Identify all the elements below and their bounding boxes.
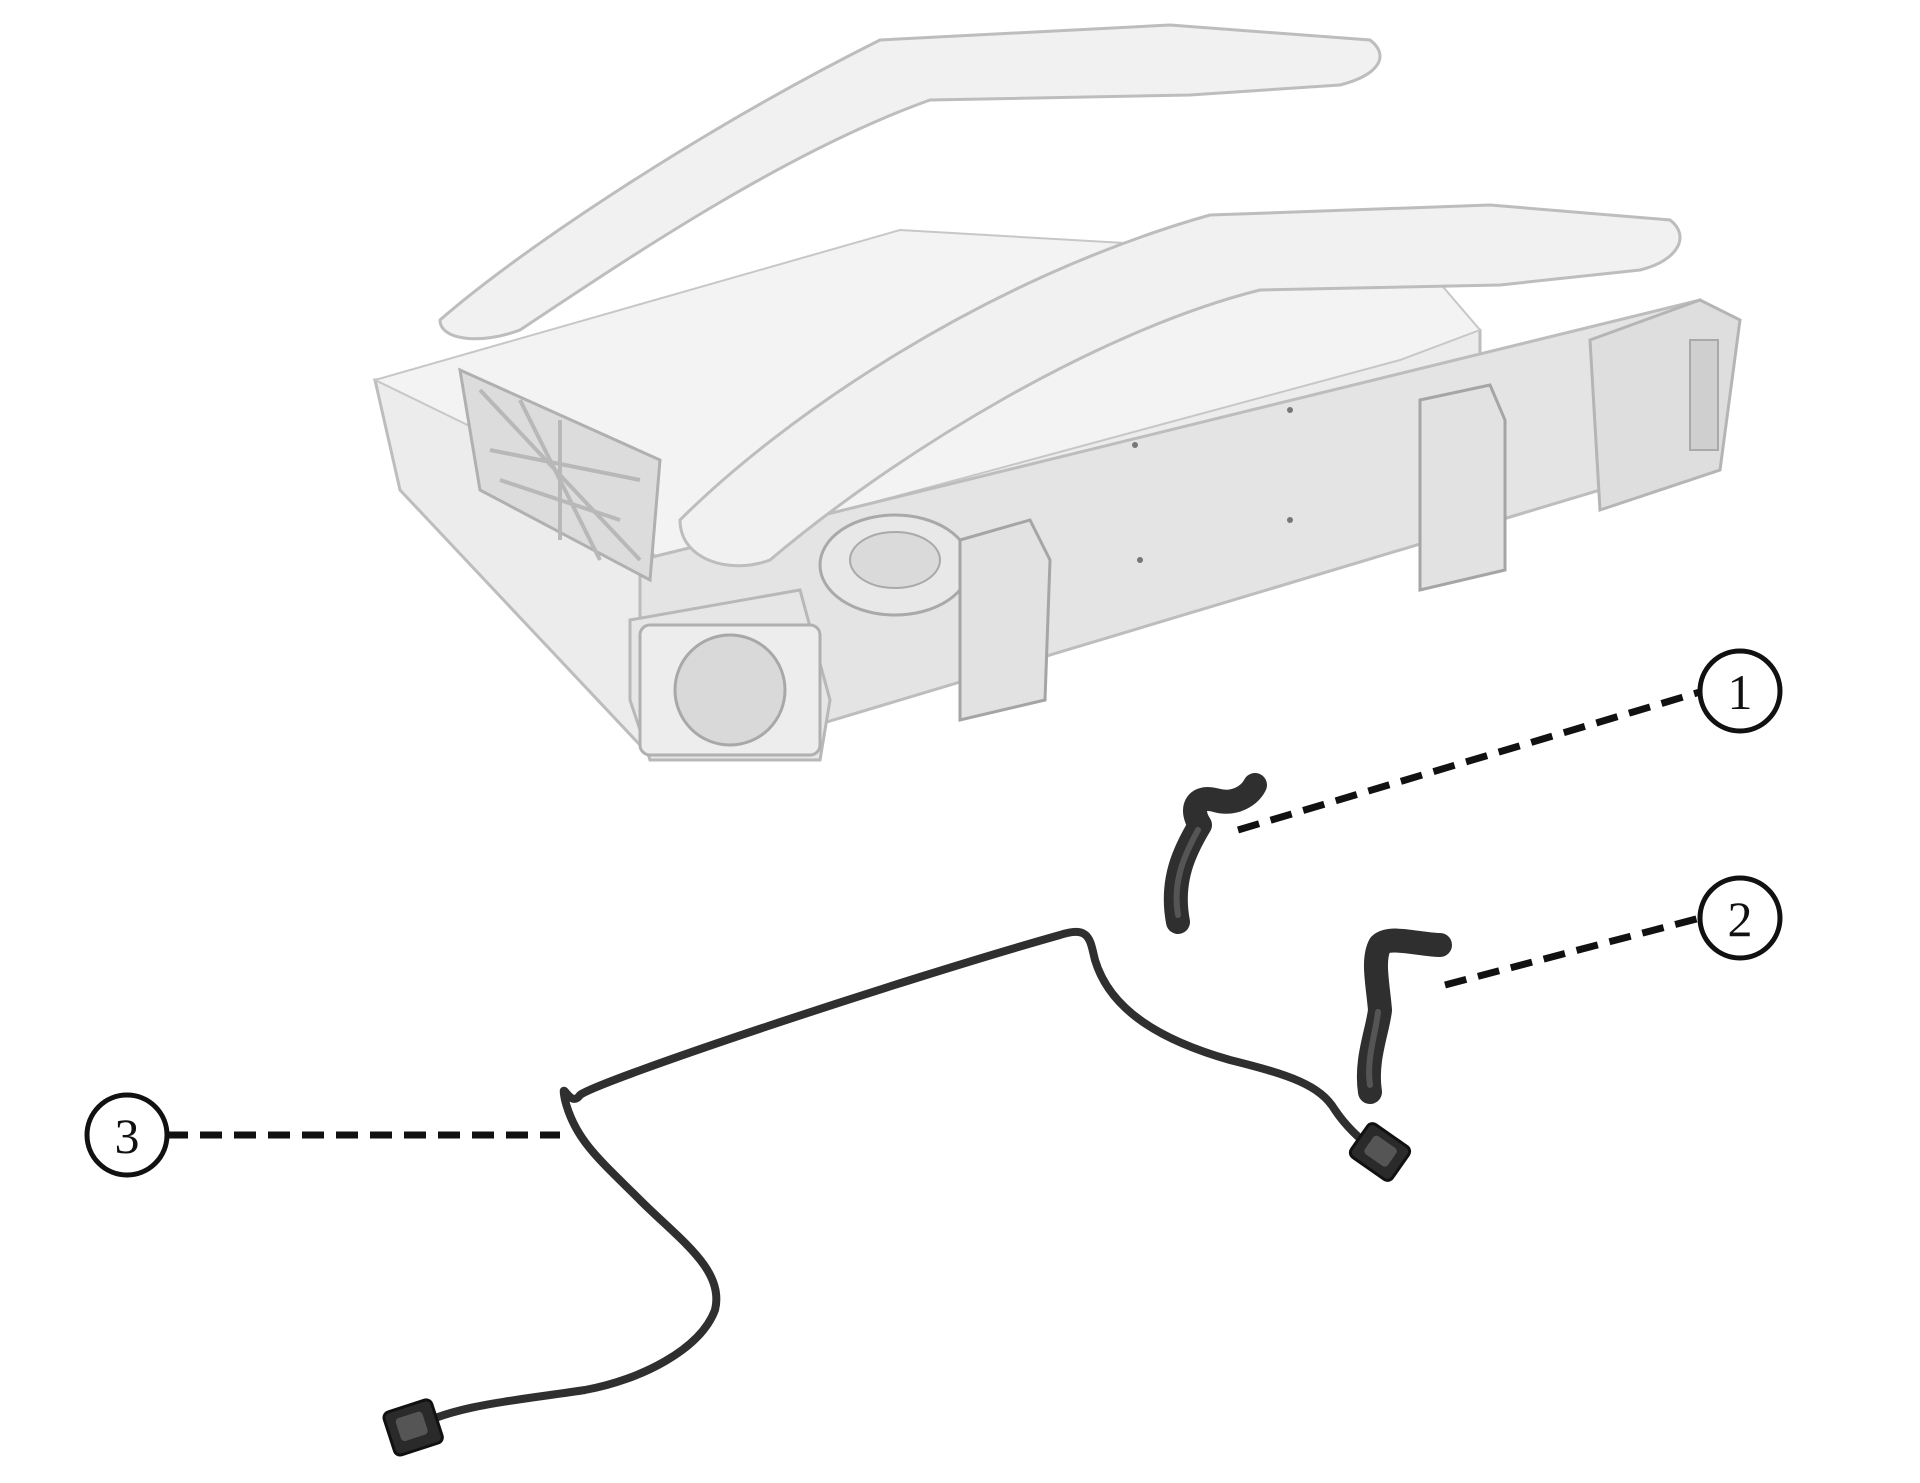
callout-1-circle xyxy=(1697,648,1783,734)
part-1-hose xyxy=(1163,773,1267,934)
callout-1-leader xyxy=(1236,688,1702,834)
part-2-hose-highlight xyxy=(1366,1009,1381,1088)
part-3-harness-cable xyxy=(406,927,1379,1434)
part-2-hose xyxy=(1356,928,1452,1104)
callout-3-label: 3 xyxy=(115,1108,140,1164)
callout-2: 2 xyxy=(1444,875,1783,989)
frame-right-end-opening xyxy=(1689,339,1719,451)
callout-2-circle xyxy=(1697,875,1783,961)
frame-hole xyxy=(1287,517,1293,523)
frame-handle-rear xyxy=(438,23,1382,341)
frame-latch-right xyxy=(1418,383,1507,592)
callout-3: 3 xyxy=(84,1092,560,1178)
frame-round-mount-inner xyxy=(849,531,941,589)
frame-hole xyxy=(1287,407,1293,413)
frame-handle-front xyxy=(678,203,1682,568)
frame-hole xyxy=(1137,557,1143,563)
frame-rib-lines xyxy=(478,388,642,562)
callout-2-label: 2 xyxy=(1728,891,1753,947)
frame-front-tube-opening xyxy=(673,633,787,747)
part-1-hose-highlight xyxy=(1173,827,1201,918)
callout-1-label: 1 xyxy=(1728,664,1753,720)
frame-hole xyxy=(1132,442,1138,448)
part-3-wire-harness xyxy=(382,927,1412,1457)
callout-1: 1 xyxy=(1236,648,1783,834)
frame-latch-left xyxy=(958,518,1052,722)
callout-3-circle xyxy=(84,1092,170,1178)
part-3-connector-left-face xyxy=(395,1411,428,1442)
seat-frame-assembly xyxy=(372,23,1742,762)
part-3-connector-right-face xyxy=(1364,1135,1397,1167)
callout-2-leader xyxy=(1444,914,1701,989)
